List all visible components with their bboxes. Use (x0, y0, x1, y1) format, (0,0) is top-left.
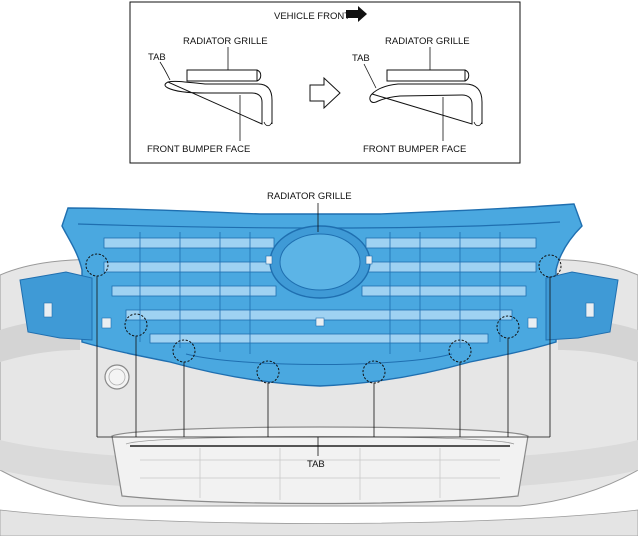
after-grille-break (464, 69, 470, 82)
vehicle-front-label: VEHICLE FRONT (274, 11, 350, 22)
grille-right-wing (545, 271, 619, 341)
before-bumper-label: FRONT BUMPER FACE (147, 144, 250, 155)
grille-vertical-ribs (139, 232, 501, 354)
after-bumper-face (369, 83, 483, 125)
grille-left-wing (19, 271, 93, 341)
before-tab-leader (159, 61, 171, 81)
before-grille-break (256, 69, 262, 82)
after-tab-leader (363, 63, 377, 89)
lower-opening-inner (125, 436, 515, 445)
main-grille-label: RADIATOR GRILLE (267, 191, 352, 202)
after-grille-part (386, 69, 466, 82)
radiator-grille (19, 203, 619, 387)
detail-before: RADIATOR GRILLE TAB FRONT BUMPER FACE (147, 36, 273, 155)
main-tab-label: TAB (307, 459, 325, 470)
detail-panel: VEHICLE FRONT RADIATOR GRILLE TAB FRONT … (129, 1, 521, 164)
before-grille-part (186, 69, 258, 82)
after-bumper-break (473, 121, 483, 127)
before-bumper-face (164, 80, 273, 125)
main-view: RADIATOR GRILLE T (0, 191, 638, 537)
before-grille-label: RADIATOR GRILLE (183, 36, 268, 47)
before-bumper-break (263, 121, 273, 127)
bumper-mesh-lines (140, 448, 500, 500)
emblem-recess (279, 233, 361, 291)
vehicle-front-arrow-icon (346, 6, 367, 22)
before-tab-label: TAB (148, 52, 166, 63)
after-tab-label: TAB (352, 53, 370, 64)
grille-clips (43, 255, 595, 329)
tow-hook-cover (104, 364, 130, 390)
tow-hook-cover-inner (108, 368, 126, 386)
after-bumper-label: FRONT BUMPER FACE (363, 144, 466, 155)
transition-arrow-icon (309, 76, 341, 110)
after-grille-label: RADIATOR GRILLE (385, 36, 470, 47)
tab-leader-lines (96, 276, 551, 456)
detail-after: RADIATOR GRILLE TAB FRONT BUMPER FACE (352, 36, 483, 155)
grille-slats (103, 237, 537, 365)
bumper-bottom-lip (0, 509, 638, 537)
tab-callouts: TAB (85, 253, 562, 470)
